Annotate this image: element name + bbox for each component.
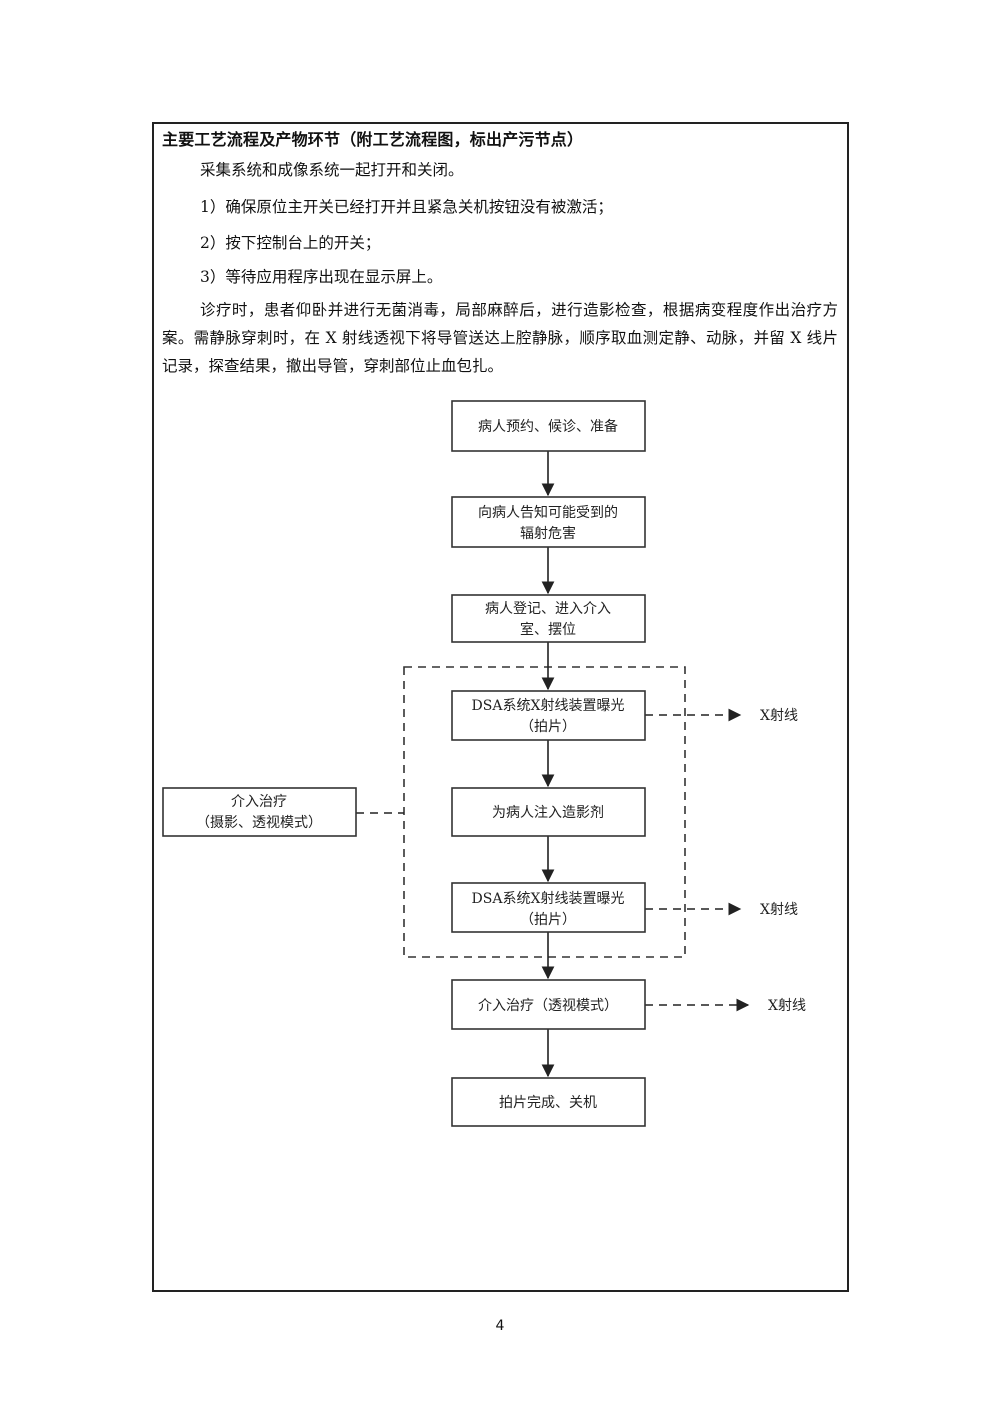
step-label-line-1: DSA系统X射线装置曝光 xyxy=(472,891,625,907)
paragraph-2: 1）确保原位主开关已经打开并且紧急关机按钮没有被激活； xyxy=(200,198,613,216)
step-box-4: DSA系统X射线装置曝光 （拍片） xyxy=(451,690,646,741)
side-box-line-2: （摄影、透视模式） xyxy=(196,815,322,831)
step-label-line-1: DSA系统X射线装置曝光 xyxy=(472,698,625,714)
paragraph-4: 3）等待应用程序出现在显示屏上。 xyxy=(200,268,443,286)
section-heading: 主要工艺流程及产物环节（附工艺流程图，标出产污节点） xyxy=(162,130,584,149)
content-frame xyxy=(152,122,849,1292)
paragraph-5: 诊疗时，患者仰卧并进行无菌消毒，局部麻醉后，进行造影检查，根据病变程度作出治疗方… xyxy=(162,301,838,375)
step-label: 介入治疗（透视模式） xyxy=(478,998,618,1014)
side-box-interventional-therapy: 介入治疗 （摄影、透视模式） xyxy=(162,787,357,837)
xray-label-1: X射线 xyxy=(760,708,798,724)
step-label-line-2: （拍片） xyxy=(520,719,576,735)
page-number: 4 xyxy=(495,1318,505,1334)
step-label-line-1: 向病人告知可能受到的 xyxy=(478,504,618,521)
side-box-line-1: 介入治疗 xyxy=(231,794,287,810)
xray-label-2: X射线 xyxy=(760,902,798,918)
step-box-1: 病人预约、候诊、准备 xyxy=(451,400,646,452)
step-box-8: 拍片完成、关机 xyxy=(451,1077,646,1127)
step-label: 为病人注入造影剂 xyxy=(492,805,604,821)
step-label-line-2: （拍片） xyxy=(520,912,576,928)
step-box-2: 向病人告知可能受到的 辐射危害 xyxy=(451,496,646,548)
step-label-line-1: 病人登记、进入介入 xyxy=(485,601,611,617)
step-label-line-2: 辐射危害 xyxy=(520,526,576,542)
step-box-7: 介入治疗（透视模式） xyxy=(451,979,646,1030)
step-box-3: 病人登记、进入介入 室、摆位 xyxy=(451,594,646,643)
step-label-line-2: 室、摆位 xyxy=(520,621,576,638)
step-label: 病人预约、候诊、准备 xyxy=(478,418,618,435)
step-label: 拍片完成、关机 xyxy=(499,1095,597,1111)
step-box-5: 为病人注入造影剂 xyxy=(451,787,646,837)
dsa-process-group xyxy=(403,666,686,958)
step-box-6: DSA系统X射线装置曝光 （拍片） xyxy=(451,882,646,933)
xray-label-3: X射线 xyxy=(768,998,806,1014)
paragraph-1: 采集系统和成像系统一起打开和关闭。 xyxy=(200,161,464,179)
emission-arrows xyxy=(356,708,750,1012)
paragraph-3: 2）按下控制台上的开关； xyxy=(200,234,381,252)
